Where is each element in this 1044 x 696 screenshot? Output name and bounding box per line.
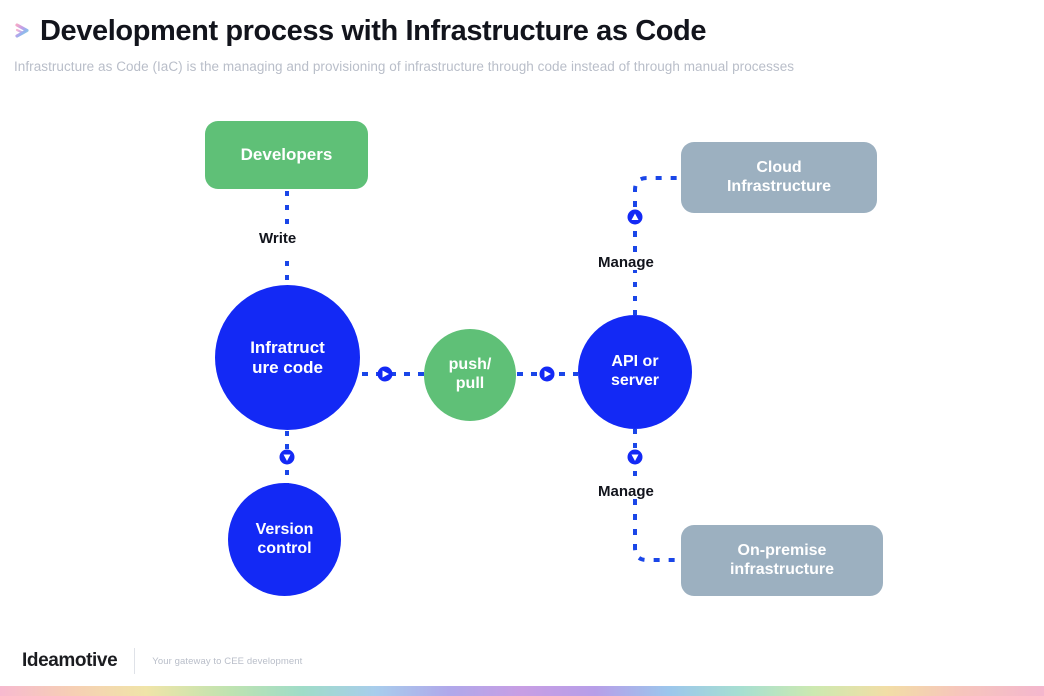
node-cloud-infrastructure[interactable]: Cloud Infrastructure [681,142,877,213]
node-push-pull[interactable]: push/ pull [424,329,516,421]
edge-label-manage-bottom: Manage [598,483,654,500]
node-api-or-server-label: API or server [610,353,660,389]
node-infrastructure-code-label: Infratruct ure code [250,337,325,377]
edge-api-server-to-cloud-infra [627,176,681,315]
edge-label-manage-top: Manage [598,254,654,271]
page-title: Development process with Infrastructure … [40,15,707,47]
node-cloud-infrastructure-label: Cloud Infrastructure [726,158,832,195]
node-api-or-server[interactable]: API or server [578,315,692,429]
bottom-gradient-bar [0,686,1044,696]
node-on-premise-infrastructure-label: On-premise infrastructure [729,541,835,578]
edge-api-server-to-onprem-infra [627,429,681,562]
diagram-edges [279,176,681,562]
edge-push-pull-to-api-server [517,366,578,382]
edge-infra-code-to-push-pull [362,366,424,382]
node-push-pull-label: push/ pull [448,356,492,392]
title-row: Development process with Infrastructure … [14,15,1014,48]
node-developers-label: Developers [240,145,333,165]
page-subtitle: Infrastructure as Code (IaC) is the mana… [14,58,795,74]
node-on-premise-infrastructure[interactable]: On-premise infrastructure [681,525,883,596]
node-developers[interactable]: Developers [205,121,368,189]
edge-infra-code-to-version-control [279,431,295,484]
brand-logo: Ideamotive [22,650,118,671]
chevron-right-gradient-icon [15,23,29,38]
footer-tagline: Your gateway to CEE development [152,655,303,667]
diagram-canvas: Developers Infratruct ure code Version c… [0,95,1044,630]
page-header: Development process with Infrastructure … [14,15,1014,75]
node-infrastructure-code[interactable]: Infratruct ure code [215,285,360,430]
footer-divider [134,648,136,674]
edge-label-write: Write [259,230,297,247]
node-version-control-label: Version control [255,520,314,557]
node-version-control[interactable]: Version control [228,483,341,596]
footer: Ideamotive Your gateway to CEE developme… [22,648,302,674]
